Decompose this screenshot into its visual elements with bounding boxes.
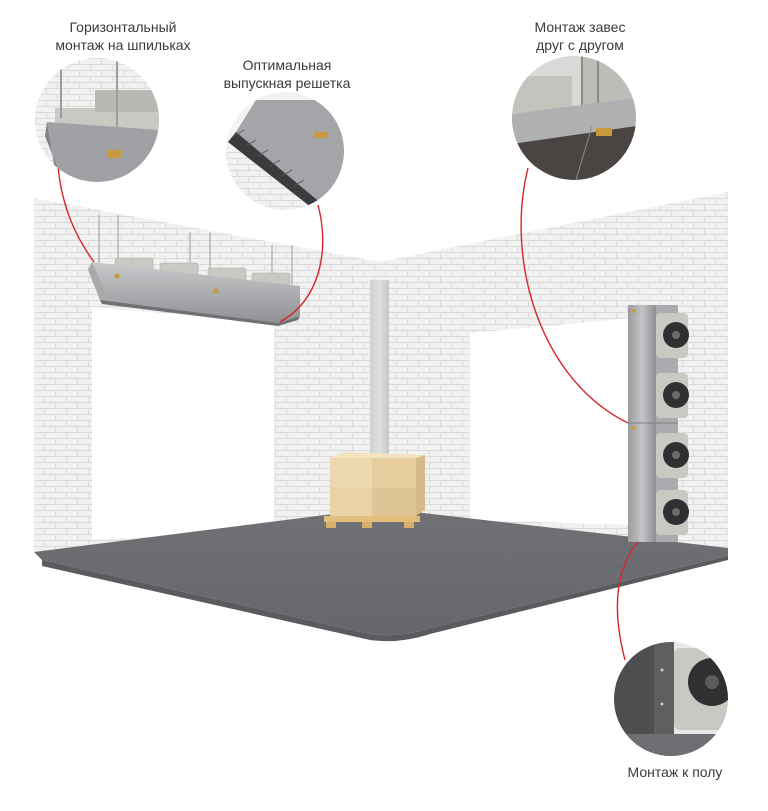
vertical-air-curtain — [628, 305, 689, 542]
label-line: выпускная решетка — [223, 75, 351, 91]
label-line: Горизонтальный — [69, 19, 177, 35]
callout-circle-horizontal-stud-mount — [35, 58, 159, 182]
label-line: Монтаж к полу — [627, 764, 723, 780]
right-doorway — [470, 318, 632, 525]
vertical-unit-fans — [656, 313, 689, 535]
callout-label-optimal-outlet-grille: Оптимальная выпускная решетка — [212, 56, 362, 92]
leader-line-optimal-outlet-grille — [279, 204, 324, 323]
label-line: Монтаж завес — [534, 19, 626, 35]
leader-line-side-by-side-mount — [520, 167, 629, 424]
label-line: Оптимальная — [242, 57, 332, 73]
horizontal-air-curtain — [88, 215, 300, 326]
callout-circle-optimal-outlet-grille — [226, 92, 344, 210]
leader-line-horizontal-stud-mount — [57, 165, 95, 263]
label-line: друг с другом — [536, 37, 624, 53]
leader-lines — [57, 165, 639, 661]
callout-label-side-by-side-mount: Монтаж завес друг с другом — [505, 18, 655, 54]
leader-line-floor-mount — [616, 541, 639, 661]
floor — [34, 508, 728, 642]
callout-circle-floor-mount — [614, 642, 728, 756]
label-line: монтаж на шпильках — [55, 37, 191, 53]
callout-label-floor-mount: Монтаж к полу — [605, 763, 745, 781]
pallet-with-boxes — [324, 452, 425, 528]
callout-label-horizontal-stud-mount: Горизонтальный монтаж на шпильках — [28, 18, 218, 54]
left-doorway — [92, 307, 274, 540]
callout-circle-side-by-side-mount — [512, 56, 636, 180]
